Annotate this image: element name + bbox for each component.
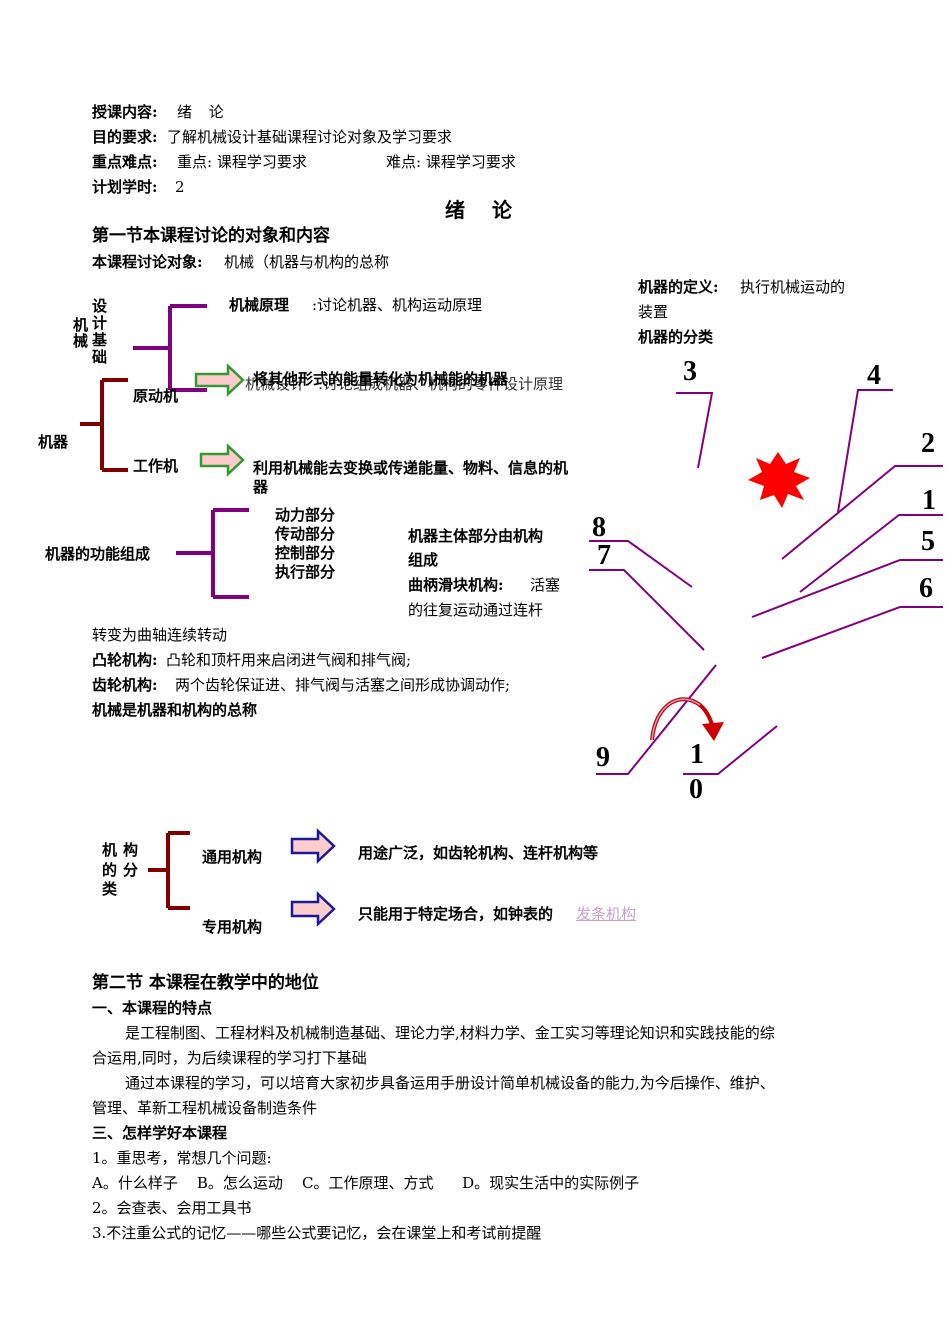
branch-design-desc: :讨论组成机器、机构的零件设计原理 [318, 375, 564, 393]
goal-value: 了解机械设计基础课程讨论对象及学习要求 [167, 128, 453, 146]
content-label: 授课内容: [92, 103, 158, 121]
section2-sub1: 一、本课程的特点 [92, 999, 213, 1017]
content-value: 绪 论 [177, 103, 230, 121]
branch-theory-desc: :讨论机器、机构运动原理 [312, 296, 483, 314]
explosion-icon [748, 452, 810, 508]
machine-def-value-2: 装置 [638, 303, 669, 321]
figure-number-4: 4 [867, 360, 881, 391]
section2-sub3: 三、怎样学好本课程 [92, 1124, 228, 1142]
figure-number-5: 5 [921, 526, 935, 557]
figure-number-3: 3 [683, 356, 697, 387]
mechanism-line-2: 组成 [408, 551, 439, 569]
crank-label: 曲柄滑块机构: [408, 576, 504, 594]
mechanism-summary: 机械是机器和机构的总称 [92, 701, 258, 719]
hours-label: 计划学时: [92, 178, 158, 196]
section1-heading: 第一节本课程讨论的对象和内容 [92, 226, 330, 246]
function-root: 机器的功能组成 [45, 545, 151, 563]
section2-heading: 第二节 本课程在教学中的地位 [92, 973, 319, 993]
classification-root-3: 的 [102, 861, 118, 879]
machine-class-label: 机器的分类 [638, 328, 714, 346]
prime-mover-desc: 将其他形式的能量转化为机械能的机器 [253, 370, 509, 388]
spring-mechanism-link[interactable]: 发条机构 [576, 905, 637, 923]
function-item-power: 动力部分 [275, 506, 336, 524]
working-machine-desc-2: 器 [253, 478, 269, 496]
study-item-1: 1。重思考，常想几个问题: [92, 1149, 272, 1167]
figure-number-1: 1 [922, 485, 936, 516]
classification-bracket [148, 831, 190, 910]
figure-number-2: 2 [921, 428, 935, 459]
hours-value: 2 [175, 178, 185, 196]
root-design-basis: 设计基础 [92, 297, 108, 366]
section2-p1-line2: 合运用,同时，为后续课程的学习打下基础 [92, 1049, 367, 1067]
key-label: 重点难点: [92, 153, 158, 171]
function-item-control: 控制部分 [275, 544, 336, 562]
working-machine-desc-1: 利用机械能去变换或传递能量、物料、信息的机 [253, 459, 569, 477]
figure-leader-lines [589, 389, 943, 775]
branch-design-label: 机械设计 [245, 375, 306, 393]
cam-label: 凸轮机构: [92, 651, 158, 669]
machine-label: 机器 [38, 433, 69, 451]
function-bracket [176, 508, 249, 599]
section2-p1-line1: 是工程制图、工程材料及机械制造基础、理论力学,材料力学、金工实习等理论知识和实践… [125, 1024, 775, 1042]
figure-number-8: 8 [592, 512, 606, 543]
working-machine-label: 工作机 [133, 457, 179, 475]
classification-root-1: 机 [102, 841, 118, 859]
page-title: 绪 论 [445, 198, 522, 222]
machine-def-value-1: 执行机械运动的 [740, 278, 846, 296]
rotation-arrowhead-icon [702, 722, 724, 741]
section2-p2-line1: 通过本课程的学习，可以培育大家初步具备运用手册设计简单机械设备的能力,为今后操作… [125, 1074, 775, 1092]
section2-p2-line2: 管理、革新工程机械设备制造条件 [92, 1099, 318, 1117]
figure-number-10-tens: 1 [690, 739, 704, 770]
key-value: 重点: 课程学习要求 [177, 153, 307, 171]
root-machinery: 机械 [73, 316, 89, 350]
difficulty-value: 难点: 课程学习要求 [386, 153, 516, 171]
figure-number-7: 7 [597, 540, 611, 571]
study-item-1-options: A。什么样子 B。怎么运动 C。工作原理、方式 D。现实生活中的实际例子 [92, 1174, 640, 1192]
object-value: 机械（机器与机构的总称 [224, 253, 390, 271]
special-mechanism-label: 专用机构 [202, 918, 263, 936]
gear-label: 齿轮机构: [92, 676, 158, 694]
arrow-working-machine [199, 443, 245, 477]
figure-number-9: 9 [596, 742, 610, 773]
classification-root-2: 构 [123, 841, 139, 859]
machine-bracket [80, 378, 128, 472]
crank-value-3: 转变为曲轴连续转动 [92, 626, 228, 644]
goal-label: 目的要求: [92, 128, 158, 146]
study-item-2: 2。会查表、会用工具书 [92, 1199, 252, 1217]
figure-number-10-ones: 0 [689, 774, 703, 805]
general-mechanism-label: 通用机构 [202, 848, 263, 866]
machinery-bracket [133, 304, 207, 392]
function-item-execution: 执行部分 [275, 563, 336, 581]
branch-theory-label: 机械原理 [229, 296, 290, 314]
cam-value: 凸轮和顶杆用来启闭进气阀和排气阀; [166, 651, 412, 669]
arrow-special [290, 891, 336, 927]
arrow-prime-mover [194, 363, 245, 397]
classification-root-5: 类 [102, 880, 118, 898]
arrow-general [290, 828, 336, 864]
crank-value-2: 的往复运动通过连杆 [408, 601, 544, 619]
object-label: 本课程讨论对象: [92, 253, 203, 271]
gear-value: 两个齿轮保证进、排气阀与活塞之间形成协调动作; [175, 676, 511, 694]
general-mechanism-desc: 用途广泛，如齿轮机构、连杆机构等 [358, 844, 599, 862]
machine-def-label: 机器的定义: [638, 278, 719, 296]
mechanism-line-1: 机器主体部分由机构 [408, 527, 544, 545]
function-item-transmission: 传动部分 [275, 525, 336, 543]
special-mechanism-desc: 只能用于特定场合，如钟表的 [358, 905, 554, 923]
classification-root-4: 分 [123, 861, 139, 879]
prime-mover-label: 原动机 [133, 387, 179, 405]
figure-number-6: 6 [919, 573, 933, 604]
crank-value-1: 活塞 [530, 576, 561, 594]
study-item-3: 3.不注重公式的记忆——哪些公式要记忆，会在课堂上和考试前提醒 [92, 1224, 542, 1242]
